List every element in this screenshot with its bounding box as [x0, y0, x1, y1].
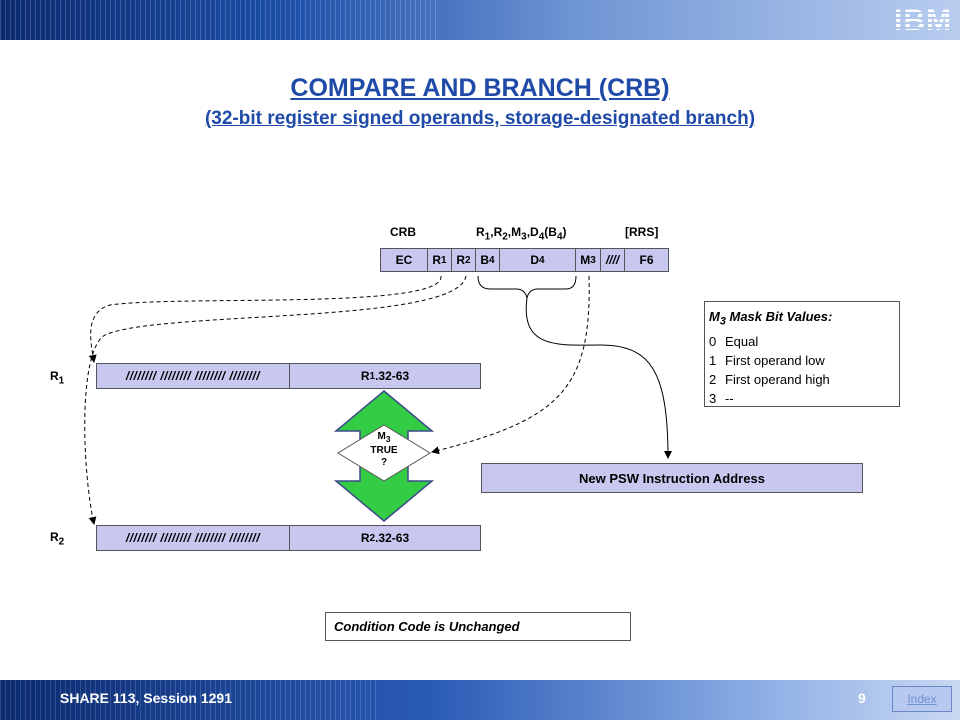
footer-banner [0, 680, 960, 720]
page-number: 9 [858, 690, 866, 706]
r2-field-arrow [84, 275, 467, 525]
m3-decision-diamond [337, 424, 431, 482]
mnemonic-label: CRB [390, 225, 416, 239]
field-ec: EC [380, 248, 428, 272]
r2-high-bits: //////// //////// //////// //////// [96, 525, 290, 551]
branch-address-arrow [525, 297, 672, 459]
condition-code-box: Condition Code is Unchanged [325, 612, 631, 641]
header-banner [0, 0, 960, 40]
r2-label: R2 [50, 530, 65, 548]
session-label: SHARE 113, Session 1291 [60, 690, 232, 706]
b4-d4-brace [477, 275, 577, 299]
index-link[interactable]: Index [892, 686, 952, 712]
r1-field-arrow [88, 275, 442, 363]
format-type-label: [RRS] [625, 225, 659, 239]
m3-field-arrow [431, 275, 590, 455]
page-title: COMPARE AND BRANCH (CRB) [290, 74, 670, 102]
decision-label: M3 TRUE ? [370, 431, 398, 468]
page-subtitle: (32-bit register signed operands, storag… [204, 108, 756, 129]
r1-high-bits: //////// //////// //////// //////// [96, 363, 290, 389]
ibm-logo: IBM [894, 4, 952, 37]
new-psw-address-box: New PSW Instruction Address [481, 463, 863, 493]
field-f6: F6 [624, 248, 669, 272]
mask-row: 3-- [709, 390, 734, 406]
operands-label: R1,R2,M3,D4(B4) [476, 225, 567, 243]
mask-values-title: M3 Mask Bit Values: [709, 309, 833, 328]
r1-label: R1 [50, 369, 65, 387]
